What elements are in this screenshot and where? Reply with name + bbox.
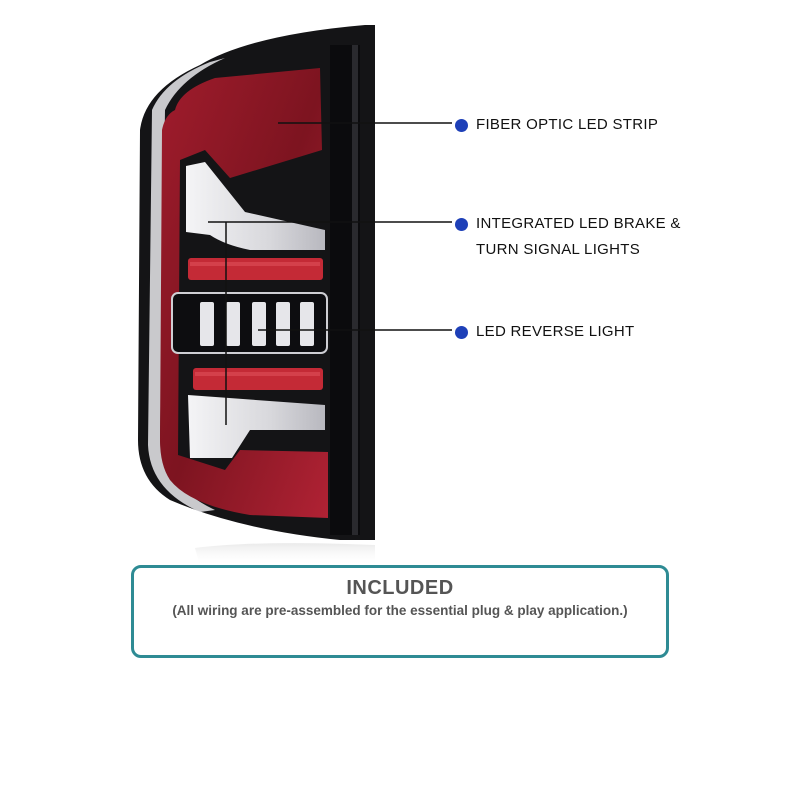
lamp-side-rim xyxy=(148,58,225,512)
included-box: INCLUDED (All wiring are pre-assembled f… xyxy=(131,565,669,658)
callout-label: INTEGRATED LED BRAKE & xyxy=(476,215,681,232)
callout-reverse: LED REVERSE LIGHT xyxy=(455,323,634,345)
callout-label: FIBER OPTIC LED STRIP xyxy=(476,116,659,133)
callout-fiber-optic: FIBER OPTIC LED STRIP xyxy=(455,116,658,138)
callout-brake-turn: INTEGRATED LED BRAKE & TURN SIGNAL LIGHT… xyxy=(455,215,681,263)
lower-brake-lens xyxy=(188,395,325,458)
included-title: INCLUDED xyxy=(346,577,454,599)
bullet-dot-icon xyxy=(455,326,468,339)
reverse-light-segments xyxy=(200,302,314,346)
bullet-dot-icon xyxy=(455,119,468,132)
included-subtitle: (All wiring are pre-assembled for the es… xyxy=(172,603,628,618)
bullet-dot-icon xyxy=(455,218,468,231)
upper-brake-lens xyxy=(186,162,325,250)
callout-label: TURN SIGNAL LIGHTS xyxy=(476,241,641,258)
fiber-optic-strip xyxy=(160,68,328,518)
upper-red-strip xyxy=(188,258,323,280)
callout-leaders xyxy=(208,122,452,425)
lower-red-strip xyxy=(193,368,323,390)
callout-label: LED REVERSE LIGHT xyxy=(476,323,635,340)
lamp-reflection xyxy=(195,543,375,566)
